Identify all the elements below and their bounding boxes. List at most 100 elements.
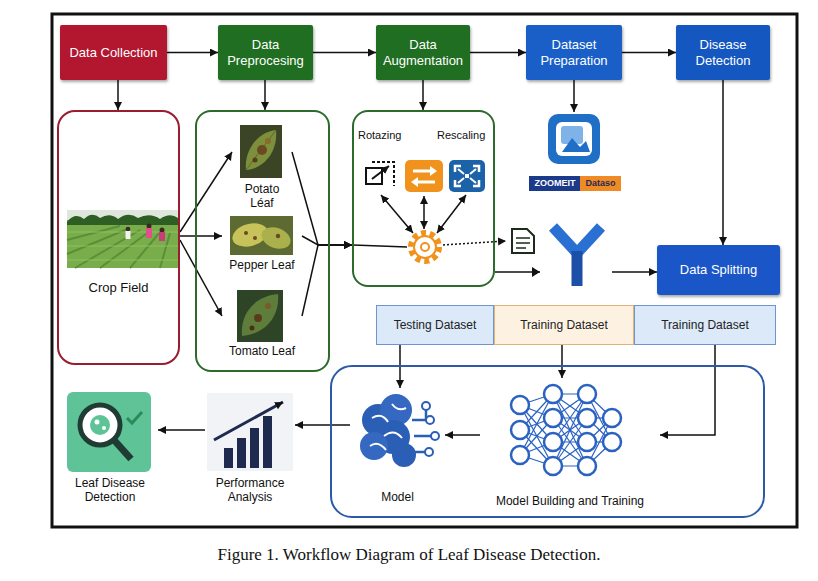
crop-field-photo-part bbox=[147, 224, 152, 229]
neural-network-icon-part bbox=[511, 396, 529, 414]
model-panel: ModelModel Building and Training bbox=[330, 365, 765, 518]
node-label: Pepper Leaf bbox=[229, 258, 294, 272]
node-label: Data Augmentation bbox=[380, 37, 466, 68]
tomato-leaf-photo-part bbox=[242, 294, 278, 336]
connector-arrow bbox=[445, 434, 480, 436]
leaf-detection-icon-part bbox=[95, 420, 100, 425]
icon-arrows-part bbox=[353, 245, 407, 247]
flip-icon-part bbox=[411, 177, 418, 187]
node-label: Testing Dataset bbox=[394, 318, 477, 332]
icon-arrows-part bbox=[381, 195, 413, 233]
dataset-segment: Testing Dataset bbox=[376, 305, 494, 345]
icon-arrows-part bbox=[437, 195, 466, 233]
neural-network-icon-part bbox=[578, 433, 596, 451]
node-label: Dataset Preparation bbox=[530, 37, 618, 68]
rescale-icon-part bbox=[455, 166, 479, 186]
leaf-image-card: Potato Léaf bbox=[232, 122, 292, 215]
crop-field-photo bbox=[67, 210, 178, 268]
leaf-detection-icon-part bbox=[114, 440, 131, 459]
neural-network-icon-part bbox=[544, 433, 562, 451]
node-label: Performance Analysis bbox=[209, 476, 291, 505]
document-icon-part bbox=[516, 238, 530, 248]
process-box: Data Splitting bbox=[657, 245, 780, 295]
connector-arrow bbox=[302, 236, 352, 245]
potato-leaf-photo-part bbox=[265, 138, 271, 144]
node-label: Model bbox=[381, 490, 414, 504]
node-label: Potato Léaf bbox=[236, 182, 288, 211]
neural-network-icon-part bbox=[544, 457, 562, 475]
model-brain-icon-part bbox=[431, 432, 439, 440]
connector-arrow bbox=[158, 429, 205, 431]
gear-icon-part bbox=[414, 236, 436, 258]
annotation-label: Rescaling bbox=[437, 129, 485, 141]
node-label: ZOOMEIT bbox=[529, 176, 580, 191]
chart-icon-part bbox=[207, 393, 293, 471]
leaf-detection-icon-part bbox=[90, 415, 110, 435]
leaf-detection-icon-part bbox=[102, 426, 106, 430]
dataset-logo-icon bbox=[548, 114, 600, 164]
rotate-icon-part bbox=[372, 166, 389, 179]
rotate-icon bbox=[366, 162, 394, 186]
annotation-label: Rotazing bbox=[358, 129, 401, 141]
rescale-icon-part bbox=[458, 169, 476, 183]
flip-icon-part bbox=[430, 166, 437, 176]
neural-network-icon-part bbox=[553, 394, 587, 466]
tomato-leaf-photo bbox=[237, 290, 283, 342]
flip-icon-part bbox=[413, 170, 431, 173]
connector-arrow bbox=[660, 345, 715, 435]
neural-network-icon-part bbox=[578, 409, 596, 427]
tomato-leaf-photo-part bbox=[265, 303, 271, 309]
connector-arrow bbox=[622, 52, 676, 54]
pepper-leaf-photo-part bbox=[230, 216, 293, 255]
crop-field-panel: Crop Field bbox=[57, 110, 180, 365]
process-box: Dataset Preparation bbox=[526, 25, 622, 80]
leaf-detection-icon bbox=[67, 392, 151, 472]
dataset-segment: Training Dataset bbox=[494, 305, 634, 345]
crop-field-photo-part bbox=[67, 232, 178, 260]
connector-arrow bbox=[573, 80, 575, 112]
crop-field-photo-part bbox=[146, 228, 152, 238]
document-icon-part bbox=[512, 229, 534, 253]
model-brain-icon-part bbox=[370, 404, 406, 450]
chart-icon-part bbox=[214, 402, 283, 440]
merge-icon bbox=[532, 220, 612, 288]
connector-arrow bbox=[422, 80, 424, 110]
neural-network-icon-part bbox=[603, 433, 621, 451]
connector-arrow bbox=[180, 240, 222, 316]
model-brain-icon bbox=[360, 394, 439, 467]
chart-icon-part bbox=[250, 428, 259, 468]
connector-arrow bbox=[180, 235, 222, 237]
chart-icon-part bbox=[263, 416, 272, 468]
model-brain-icon-part bbox=[426, 416, 434, 424]
dataset-logo-icon-part bbox=[548, 114, 600, 164]
node-label: Data Preprocesing bbox=[222, 37, 309, 68]
merge-icon-part bbox=[540, 220, 612, 288]
pepper-leaf-photo-part bbox=[244, 231, 248, 235]
chart-icon-card: Performance Analysis bbox=[205, 390, 295, 515]
rescale-icon-part bbox=[465, 174, 469, 178]
crop-field-photo-part bbox=[67, 215, 178, 225]
crop-field-photo-part bbox=[126, 227, 131, 232]
model-brain-icon-part bbox=[392, 443, 416, 467]
connector-arrow bbox=[180, 152, 232, 232]
node-label: Data Collection bbox=[69, 45, 157, 61]
crop-field-photo-part bbox=[160, 228, 165, 233]
merge-icon-part bbox=[572, 251, 583, 286]
tomato-leaf-photo-part bbox=[254, 314, 262, 322]
leaf-image-card: Tomato Leaf bbox=[222, 288, 302, 368]
pepper-leaf-photo-part bbox=[258, 223, 293, 252]
dataset-segment: Training Dataset bbox=[634, 305, 776, 345]
flip-icon-part bbox=[417, 181, 435, 184]
connector-arrow bbox=[264, 80, 266, 110]
connector-arrow bbox=[302, 245, 352, 316]
model-brain-icon-part bbox=[425, 448, 433, 456]
leaf-image-card: Pepper Leaf bbox=[222, 214, 302, 276]
connector-arrow bbox=[722, 80, 724, 245]
connector-arrow bbox=[117, 80, 119, 110]
merge-icon-part bbox=[532, 267, 540, 277]
connector-arrow bbox=[470, 52, 526, 54]
neural-network-icon-part bbox=[578, 457, 596, 475]
